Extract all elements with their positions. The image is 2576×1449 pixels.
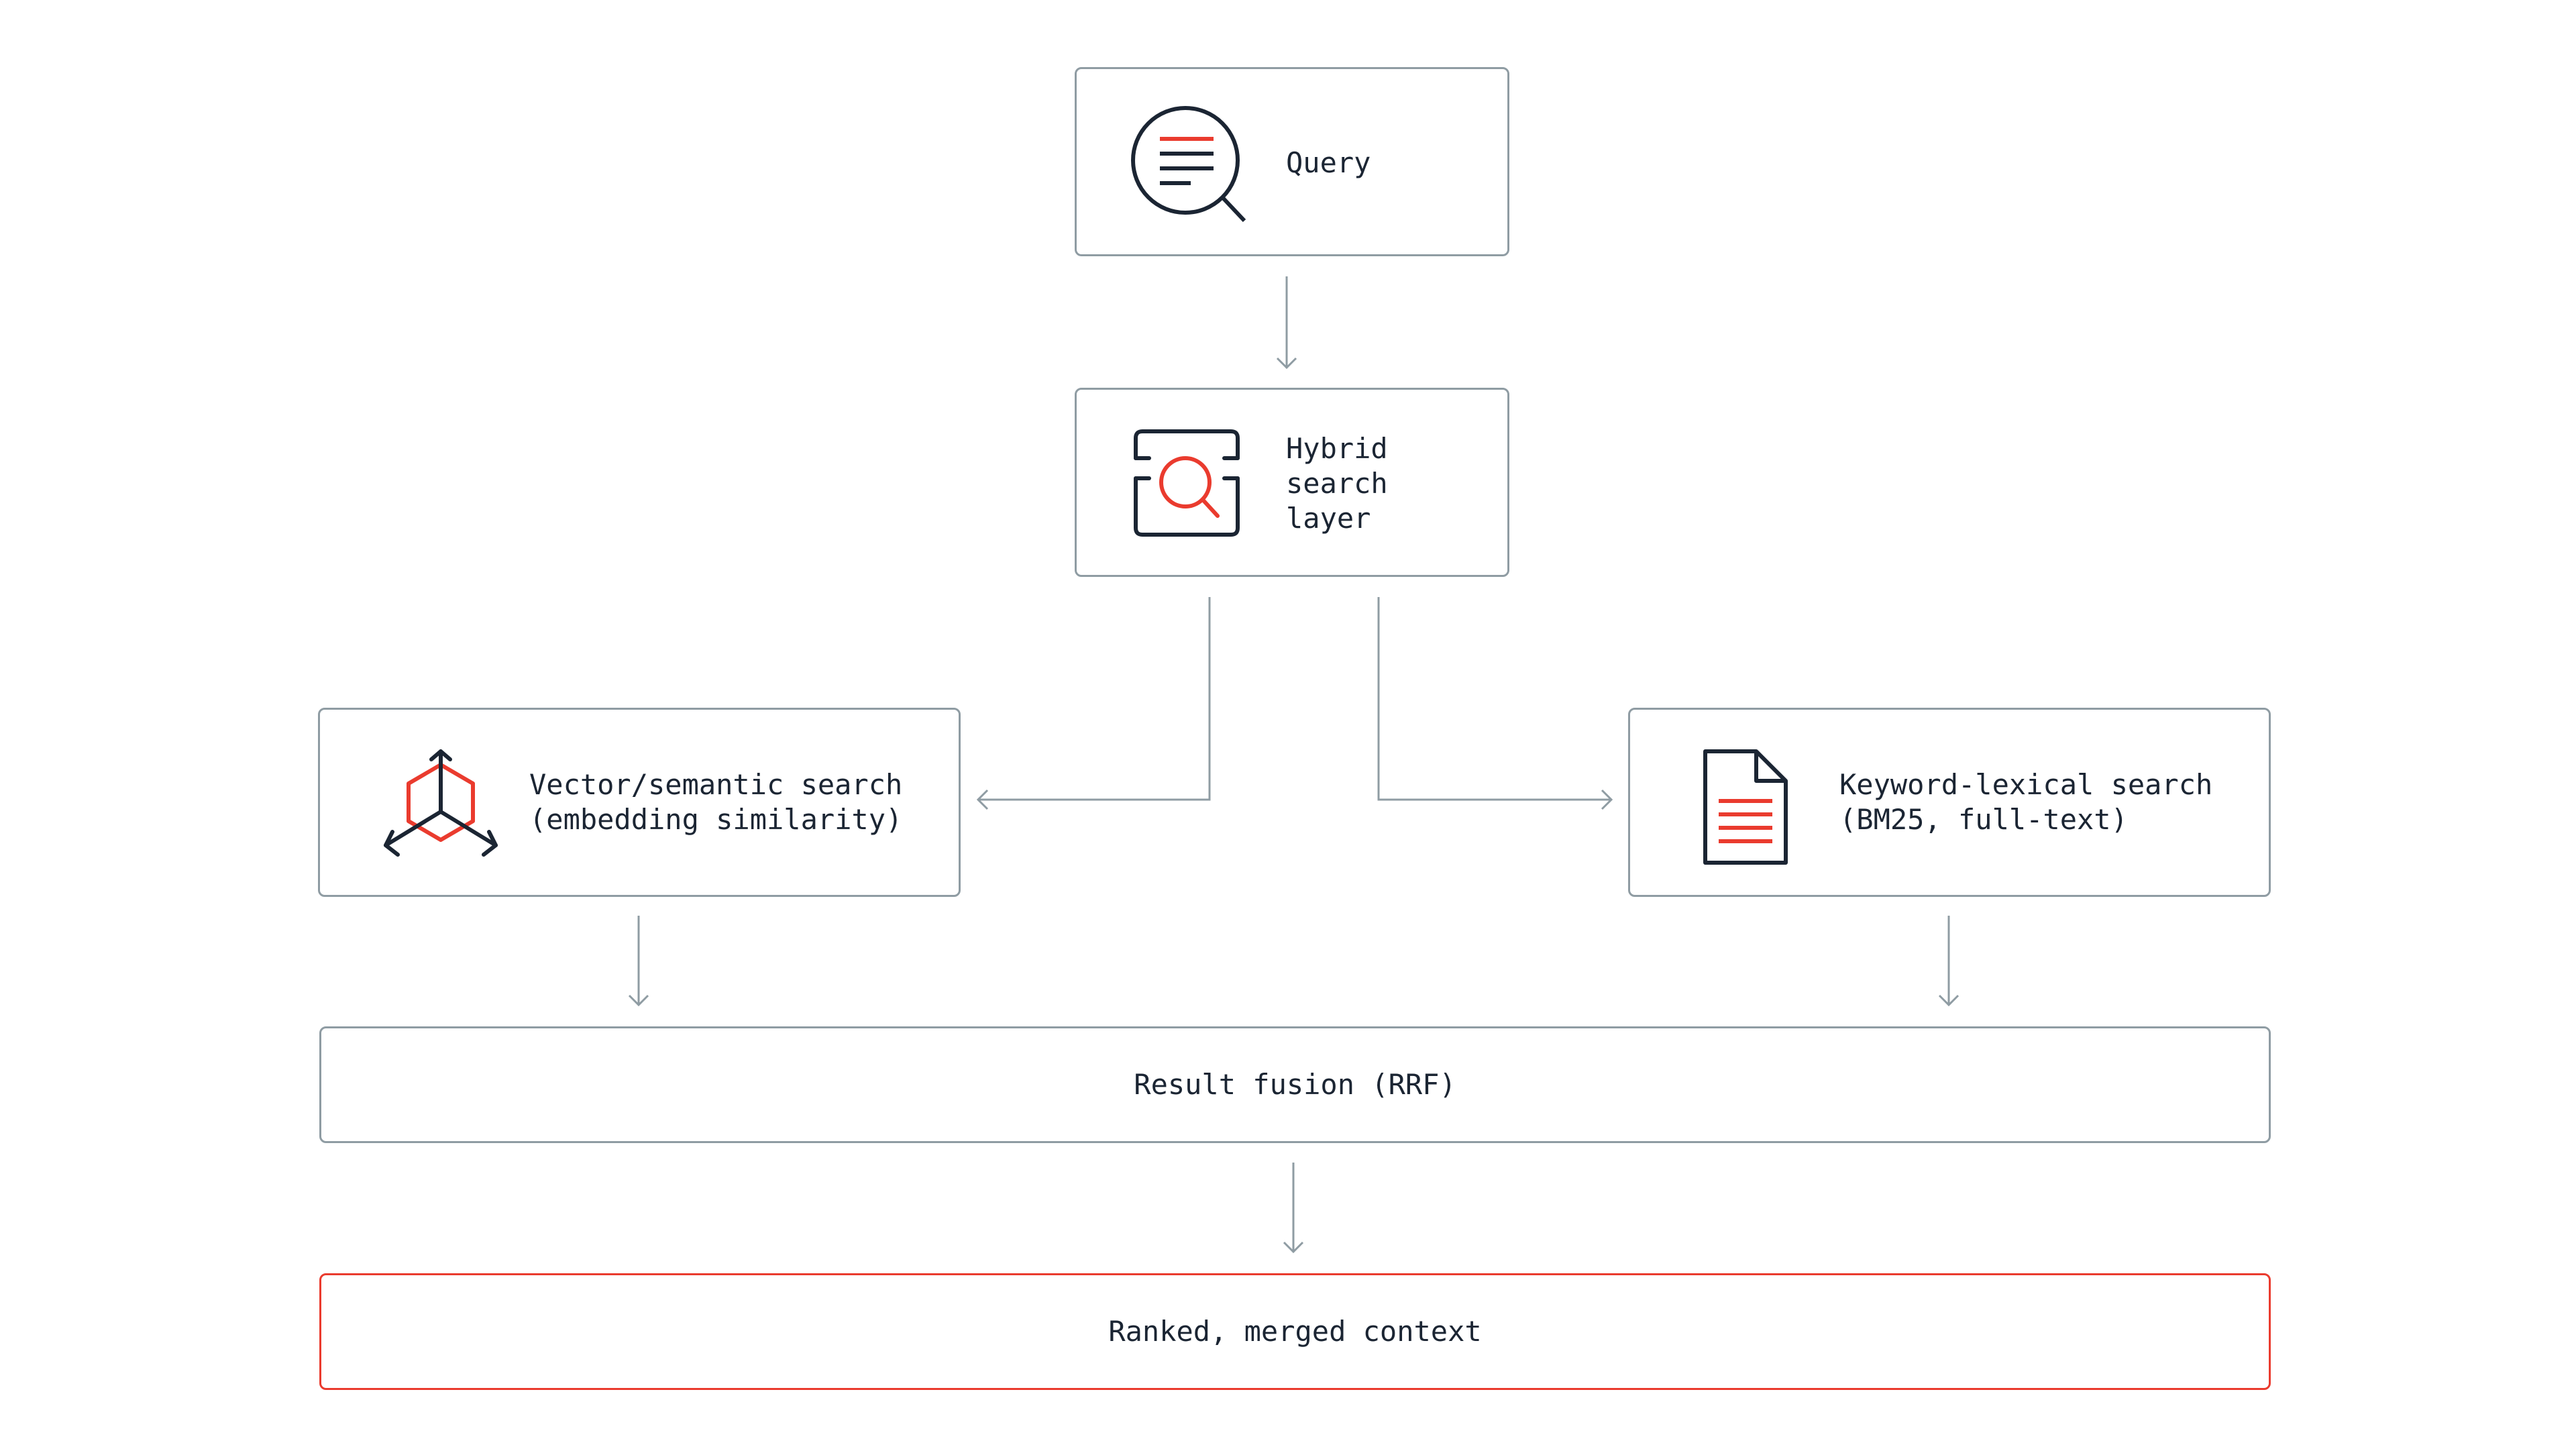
keyword-search-label: Keyword-lexical search (BM25, full-text) — [1839, 768, 2213, 836]
ranked-context-label: Ranked, merged context — [1108, 1315, 1482, 1348]
result-fusion-node: Result fusion (RRF) — [319, 1026, 2271, 1143]
query-label: Query — [1286, 146, 1371, 179]
document-icon — [1703, 749, 1788, 865]
arrow-hybrid-to-keyword — [1377, 597, 1611, 801]
vector-cube-icon — [384, 749, 498, 857]
arrow-hybrid-to-vector — [978, 597, 1211, 801]
ranked-context-node: Ranked, merged context — [319, 1273, 2271, 1390]
search-document-icon — [1131, 106, 1246, 223]
vector-search-label: Vector/semantic search (embedding simila… — [529, 768, 903, 836]
query-node: Query — [1075, 67, 1509, 256]
keyword-search-node: Keyword-lexical search (BM25, full-text) — [1628, 708, 2271, 897]
hybrid-search-label: Hybrid search layer — [1286, 432, 1388, 535]
result-fusion-label: Result fusion (RRF) — [1134, 1068, 1456, 1101]
hybrid-search-node: Hybrid search layer — [1075, 388, 1509, 577]
hybrid-search-icon — [1134, 429, 1240, 537]
vector-search-node: Vector/semantic search (embedding simila… — [318, 708, 961, 897]
